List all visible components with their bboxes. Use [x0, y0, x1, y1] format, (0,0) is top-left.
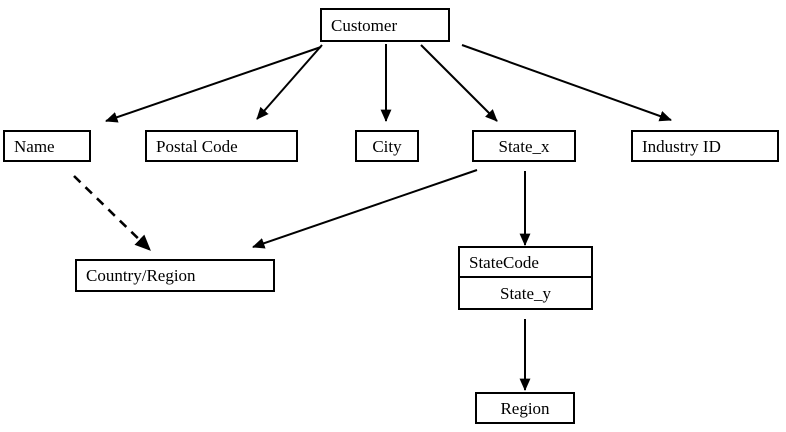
- node-state-x[interactable]: State_x: [472, 130, 576, 162]
- node-country-region[interactable]: Country/Region: [75, 259, 275, 292]
- node-postal-code[interactable]: Postal Code: [145, 130, 298, 162]
- node-statecode-header: StateCode: [460, 248, 591, 278]
- node-city-label: City: [372, 136, 402, 156]
- edge-customer-to-industry-id: [461, 44, 672, 122]
- node-statecode-header-label: StateCode: [469, 252, 539, 272]
- node-city[interactable]: City: [355, 130, 419, 162]
- node-customer-label: Customer: [331, 15, 398, 35]
- node-name-label: Name: [14, 136, 55, 156]
- edge-state-x-to-country-region: [252, 169, 478, 249]
- edge-customer-to-state-x: [420, 44, 498, 122]
- node-country-region-label: Country/Region: [86, 266, 196, 285]
- node-name[interactable]: Name: [3, 130, 91, 162]
- edge-customer-to-name: [105, 46, 322, 123]
- node-region[interactable]: Region: [475, 392, 575, 424]
- node-statecode-row-state-y: State_y: [460, 278, 591, 308]
- node-customer[interactable]: Customer: [320, 8, 450, 42]
- node-region-label: Region: [500, 398, 550, 418]
- edge-customer-to-postal-code: [256, 44, 323, 120]
- node-industry-id-label: Industry ID: [642, 136, 721, 156]
- node-state-x-label: State_x: [498, 136, 550, 156]
- node-statecode[interactable]: StateCode State_y: [458, 246, 593, 310]
- edge-name-to-country-region: [73, 175, 151, 251]
- node-state-y-label: State_y: [500, 283, 551, 303]
- node-industry-id[interactable]: Industry ID: [631, 130, 779, 162]
- node-postal-code-label: Postal Code: [156, 136, 238, 156]
